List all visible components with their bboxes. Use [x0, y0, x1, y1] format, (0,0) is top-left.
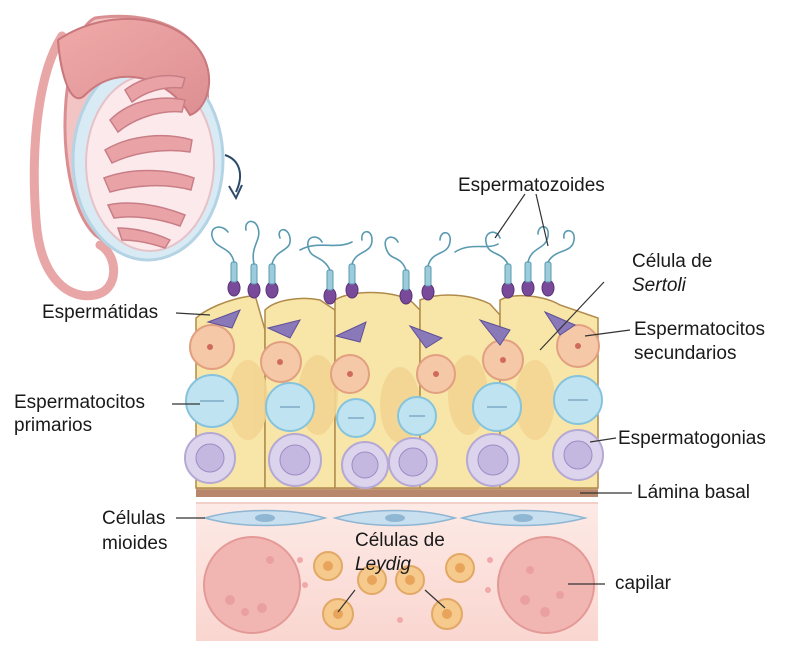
- label-primarios-line1: Espermatocitos: [14, 392, 145, 414]
- label-lamina-basal: Lámina basal: [637, 482, 750, 504]
- label-mioides-line1: Células: [102, 508, 165, 530]
- label-secundarios-line2: secundarios: [634, 343, 736, 365]
- label-espermatozoides: Espermatozoides: [458, 175, 605, 197]
- capillary-left: [204, 537, 300, 633]
- label-sertoli-line1: Célula de: [632, 251, 712, 273]
- label-sertoli-line2: Sertoli: [632, 275, 686, 297]
- label-espermatogonias: Espermatogonias: [618, 428, 766, 450]
- label-capilar: capilar: [615, 573, 671, 595]
- label-primarios-line2: primarios: [14, 415, 92, 437]
- basal-lamina: [196, 489, 598, 497]
- label-secundarios-line1: Espermatocitos: [634, 319, 765, 341]
- testis-illustration: [34, 16, 242, 295]
- label-leydig-line1: Células de: [355, 530, 445, 552]
- capillary-right: [498, 537, 594, 633]
- label-leydig-line2: Leydig: [355, 554, 411, 576]
- spermatozoa: [212, 221, 574, 304]
- label-mioides-line2: mioides: [102, 533, 167, 555]
- label-espermatidas: Espermátidas: [42, 302, 158, 324]
